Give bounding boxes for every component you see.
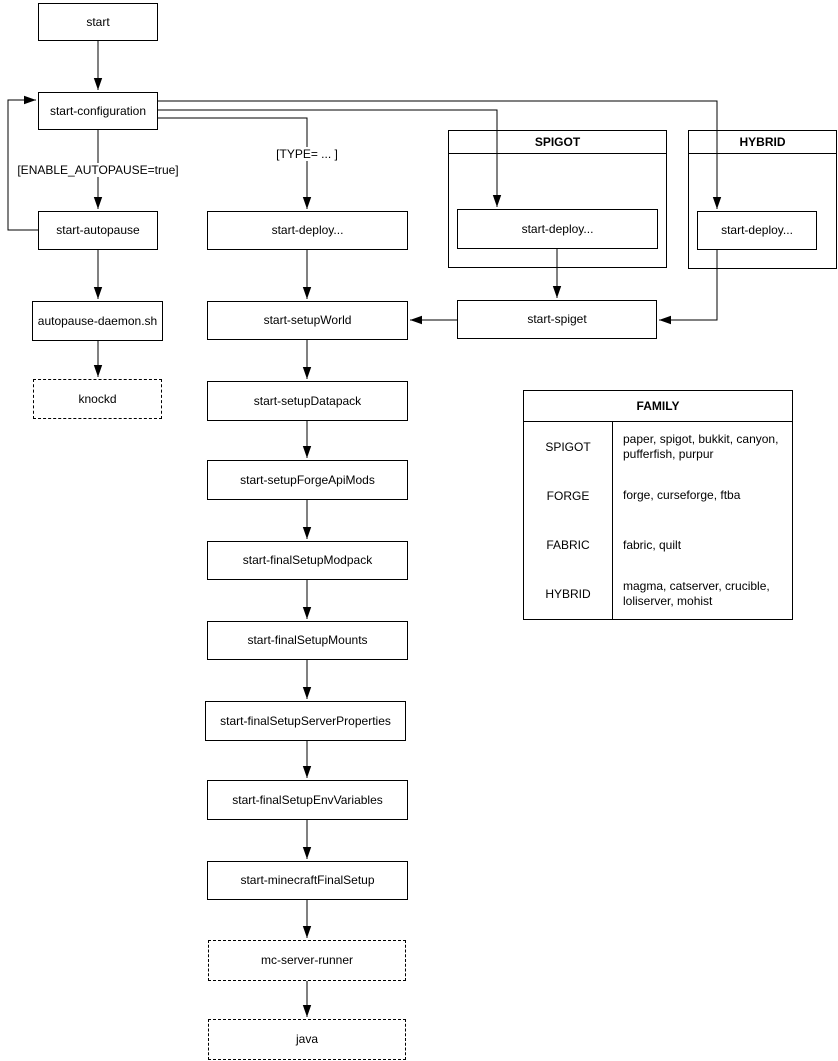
node-spigot-start-deploy: start-deploy... [457, 209, 658, 249]
node-start-setupdatapack: start-setupDatapack [207, 381, 408, 421]
node-start-finalsetupserverproperties: start-finalSetupServerProperties [205, 701, 406, 741]
node-hybrid-start-deploy: start-deploy... [697, 211, 817, 250]
family-servers-cell: paper, spigot, bukkit, canyon, pufferfis… [623, 431, 779, 461]
family-servers-cell: forge, curseforge, ftba [623, 488, 741, 503]
node-start-finalsetupmounts: start-finalSetupMounts [207, 621, 408, 660]
table-row-spigot: SPIGOT paper, spigot, bukkit, canyon, pu… [524, 422, 792, 472]
node-start: start [38, 3, 158, 41]
table-row-fabric: FABRIC fabric, quilt [524, 520, 792, 570]
hybrid-group-title: HYBRID [689, 131, 836, 154]
family-name-cell: FABRIC [524, 520, 613, 570]
family-name-cell: HYBRID [524, 569, 613, 619]
family-name-cell: FORGE [524, 471, 613, 521]
edge-label-type: [TYPE= ... ] [274, 147, 340, 161]
node-java: java [208, 1019, 406, 1060]
node-start-finalsetupenvvariables: start-finalSetupEnvVariables [207, 780, 408, 820]
family-name-cell: SPIGOT [524, 422, 613, 472]
family-table-title: FAMILY [524, 391, 792, 422]
node-start-finalsetupmodpack: start-finalSetupModpack [207, 541, 408, 580]
family-table: FAMILY SPIGOT paper, spigot, bukkit, can… [523, 390, 793, 620]
node-mc-server-runner: mc-server-runner [208, 940, 406, 981]
node-start-setupforgeapimods: start-setupForgeApiMods [207, 460, 408, 500]
table-row-forge: FORGE forge, curseforge, ftba [524, 471, 792, 521]
node-start-deploy: start-deploy... [207, 211, 408, 250]
spigot-group-title: SPIGOT [449, 131, 666, 154]
edge-label-enable-autopause: [ENABLE_AUTOPAUSE=true] [15, 163, 181, 177]
node-start-autopause: start-autopause [38, 211, 158, 250]
family-servers-cell: magma, catserver, crucible, loliserver, … [623, 579, 770, 609]
family-table-body: SPIGOT paper, spigot, bukkit, canyon, pu… [524, 422, 792, 619]
node-start-minecraftfinalsetup: start-minecraftFinalSetup [207, 861, 408, 900]
node-autopause-daemon: autopause-daemon.sh [32, 301, 163, 341]
family-servers-cell: fabric, quilt [623, 537, 682, 552]
node-start-setupworld: start-setupWorld [207, 301, 408, 340]
node-start-configuration: start-configuration [38, 92, 158, 130]
node-start-spiget: start-spiget [457, 300, 657, 339]
table-row-hybrid: HYBRID magma, catserver, crucible, lolis… [524, 569, 792, 619]
node-knockd: knockd [33, 379, 162, 419]
